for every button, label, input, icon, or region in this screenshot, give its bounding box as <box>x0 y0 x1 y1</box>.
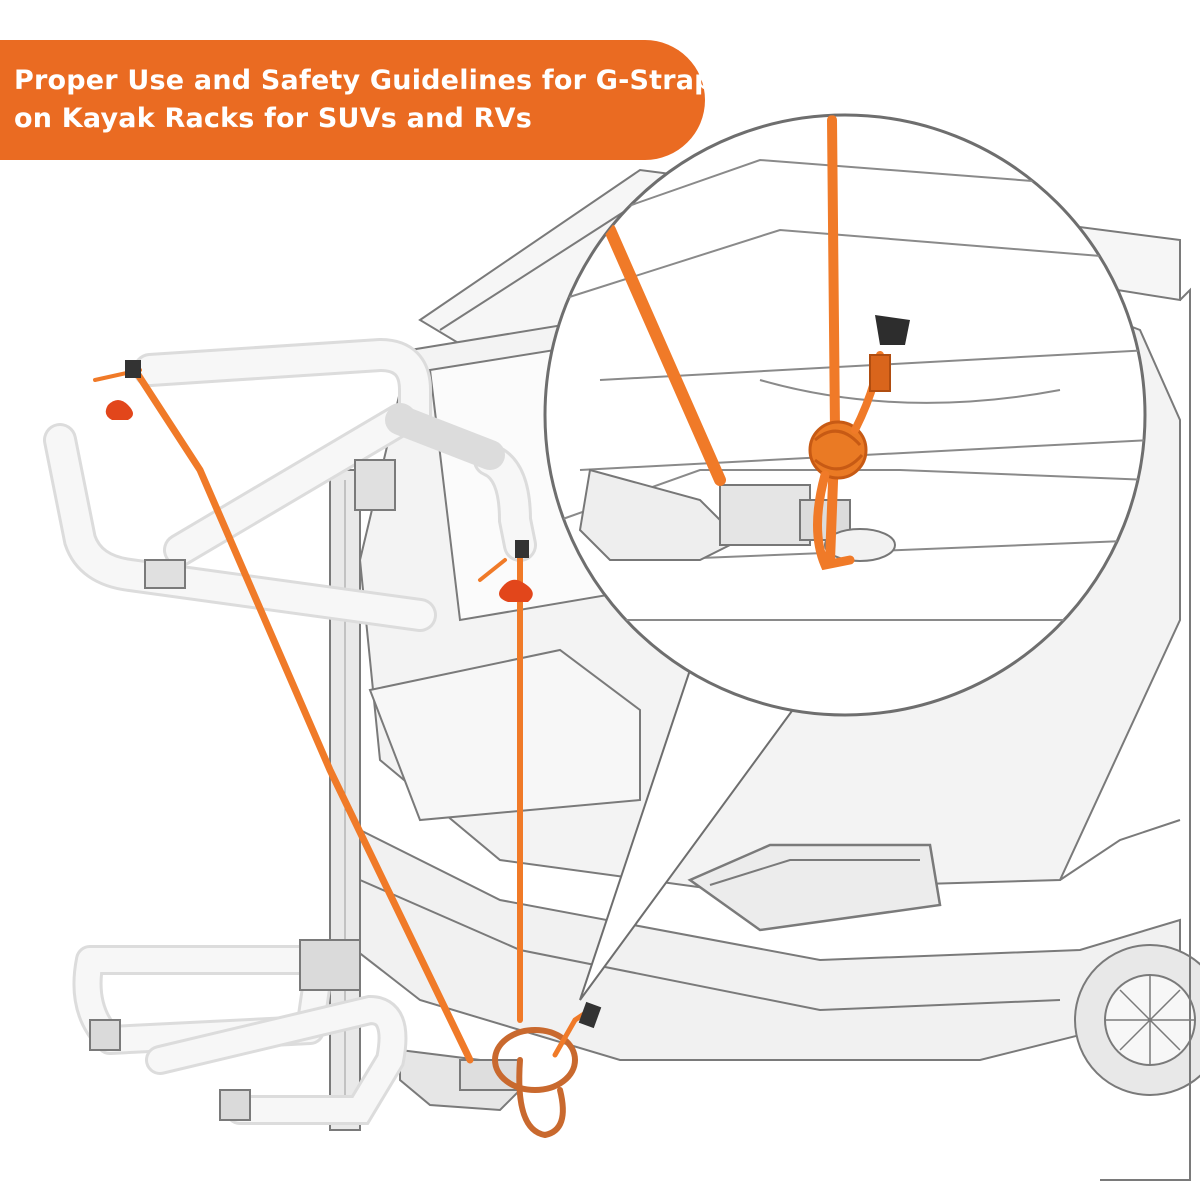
zoom-inset-circle <box>543 113 1147 1001</box>
strap-buckles <box>105 360 602 1029</box>
title-banner: Proper Use and Safety Guidelines for G-S… <box>0 40 730 160</box>
page-title: Proper Use and Safety Guidelines for G-S… <box>14 62 730 138</box>
zoomed-buckle-icon <box>869 354 891 392</box>
zoomed-clip-icon <box>875 315 910 345</box>
title-line-2: on Kayak Racks for SUVs and RVs <box>14 103 532 134</box>
strap-buckle-icon <box>499 579 533 602</box>
hitch-kayak-rack-illustration <box>43 337 537 1131</box>
strap-buckle-icon <box>515 540 529 558</box>
strap-buckle-icon <box>578 1001 602 1029</box>
strap-buckle-icon <box>125 360 141 378</box>
title-line-1: Proper Use and Safety Guidelines for G-S… <box>14 65 730 96</box>
strap-buckle-icon <box>105 400 133 420</box>
g-strap-lines <box>93 366 593 1139</box>
